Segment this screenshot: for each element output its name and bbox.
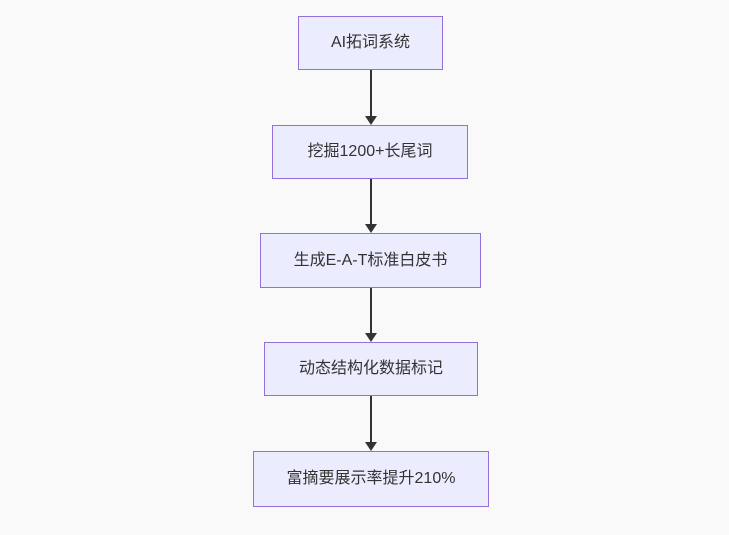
arrow-down-icon [364, 224, 377, 233]
flow-edge-4-5 [364, 396, 377, 451]
flow-edge-2-3 [364, 179, 377, 233]
edge-line [369, 179, 372, 224]
flow-node-label: 富摘要展示率提升210% [286, 470, 456, 488]
arrow-down-icon [364, 442, 377, 451]
flow-node-eat-whitepaper: 生成E-A-T标准白皮书 [260, 233, 481, 288]
flow-node-longtail-mining: 挖掘1200+长尾词 [272, 125, 468, 179]
flow-node-label: 挖掘1200+长尾词 [307, 143, 433, 161]
flow-node-structured-data-markup: 动态结构化数据标记 [264, 342, 478, 396]
flow-node-label: 生成E-A-T标准白皮书 [293, 251, 448, 269]
edge-line [369, 288, 372, 333]
arrow-down-icon [364, 116, 377, 125]
flow-edge-3-4 [364, 288, 377, 342]
flow-node-rich-snippet-result: 富摘要展示率提升210% [253, 451, 489, 507]
edge-line [369, 396, 372, 442]
edge-line [369, 70, 372, 116]
flow-edge-1-2 [364, 70, 377, 125]
flow-node-ai-keyword-system: AI拓词系统 [298, 16, 443, 70]
arrow-down-icon [364, 333, 377, 342]
flow-node-label: 动态结构化数据标记 [298, 360, 443, 378]
flow-node-label: AI拓词系统 [330, 34, 411, 52]
